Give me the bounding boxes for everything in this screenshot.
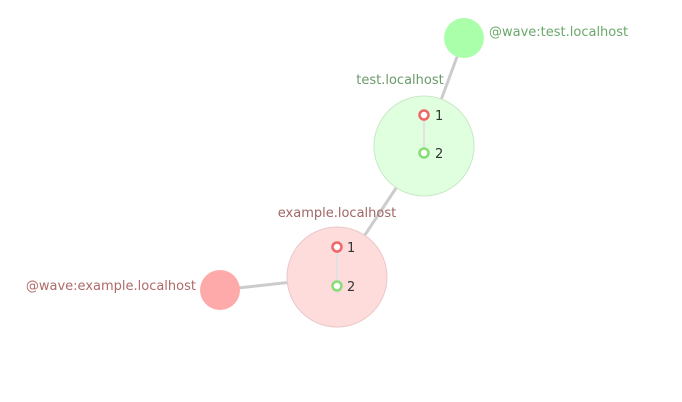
host-example-port-2-label: 2 <box>347 280 355 295</box>
host-example-port-1-label: 1 <box>347 241 355 256</box>
host-test-port-2-label: 2 <box>435 147 443 162</box>
host-example-port-2[interactable] <box>331 280 343 292</box>
host-test-port-1-label: 1 <box>435 109 443 124</box>
ext-node-test[interactable] <box>444 18 484 58</box>
host-test-label: test.localhost <box>356 73 443 88</box>
ext-node-test-label: @wave:test.localhost <box>489 25 628 40</box>
host-example-port-1[interactable] <box>331 241 343 253</box>
ext-node-example[interactable] <box>200 270 240 310</box>
host-test-port-1[interactable] <box>418 109 430 121</box>
host-test-port-2[interactable] <box>418 147 430 159</box>
ext-node-example-label: @wave:example.localhost <box>26 279 196 294</box>
host-example-label: example.localhost <box>278 206 396 221</box>
